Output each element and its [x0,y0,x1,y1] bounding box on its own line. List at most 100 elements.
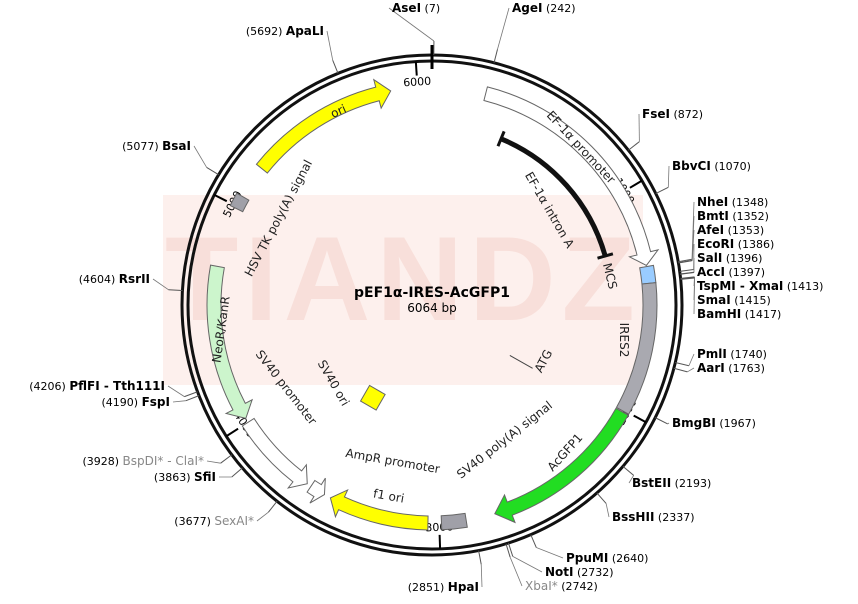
site-tick-sexai [268,500,278,513]
site-name-bspdi-clai: BspDI* - ClaI* [123,454,204,468]
site-label-nhei: NheI (1348) [697,195,768,209]
site-tick-noti [507,542,514,557]
site-leader-noti [512,555,543,573]
site-label-asei: AseI (7) [392,1,440,15]
site-leader-hpai [480,564,483,588]
site-leader-sexai [256,511,269,522]
arrow-neor-kanr [206,264,254,420]
site-pos-hpai: (2851) [408,581,448,594]
site-pos-asei: (7) [421,2,440,15]
site-name-sexai: SexAI* [214,514,254,528]
site-name-apali: ApaLI [286,24,324,38]
site-label-bmti: BmtI (1352) [697,209,769,223]
site-label-aari: AarI (1763) [697,361,765,375]
intron-end-bar [597,252,614,260]
label-ampr-promoter: AmpR promoter [345,446,441,476]
site-label-ecori: EcoRI (1386) [697,237,774,251]
label-ori: ori [328,102,348,121]
site-label-afei: AfeI (1353) [697,223,764,237]
site-tick-nhei [678,258,693,263]
site-tick-xbai [505,543,511,558]
site-name-asei: AseI [392,1,421,15]
arc-ef1a-intron [500,136,608,257]
site-leader-afei [691,229,695,261]
site-tick-smai [680,276,695,280]
site-label-agei: AgeI (242) [512,1,576,15]
site-name-bsai: BsaI [162,139,191,153]
box-hsv-tk-polya [229,192,250,213]
site-tick-acci [680,272,695,275]
site-name-ecori: EcoRI [697,237,734,251]
site-pos-acci: (1397) [725,266,765,279]
site-name-pmli: PmlI [697,347,727,361]
site-name-pflfi-tth111i: PflFI - Tth111I [69,379,165,393]
site-label-bamhi: BamHI (1417) [697,307,781,321]
arrow-ampr-promoter [306,477,326,504]
site-leader-ppumi [536,547,564,559]
watermark-box [163,195,643,385]
site-tick-bmgbi [654,417,668,425]
site-pos-bamhi: (1417) [741,308,781,321]
site-label-noti: NotI (2732) [545,565,614,579]
restriction-sites: AseI (7)AgeI (242)FseI (872)BbvCI (1070)… [29,1,823,594]
site-pos-sexai: (3677) [174,515,214,528]
site-tick-bamhi [680,277,695,280]
site-pos-fspi: (4190) [102,396,142,409]
arrow-sv40-promoter [241,417,308,489]
watermark-text: TIANDZ [165,212,641,346]
site-tick-fspi [185,395,200,402]
site-pos-sfii: (3863) [154,471,194,484]
site-leader-bsai [193,145,208,168]
site-tick-bsai [206,167,219,176]
site-label-bsteii: BstEII (2193) [632,476,711,490]
site-tick-ecori [679,269,694,272]
site-name-bmgbi: BmgBI [672,416,716,430]
box-sv40-ori [359,384,386,411]
site-tick-rsrii [168,289,183,292]
arrow-ef1a-promoter [483,86,660,267]
site-tick-bspdi-clai [220,454,233,464]
site-tick-apali [332,60,339,74]
site-leader-apali [326,30,334,61]
feature-arrows [206,78,660,531]
site-pos-sali: (1396) [722,252,762,265]
site-label-bspdi-clai: (3928) BspDI* - ClaI* [82,454,204,468]
box-sv40-polya-right [440,512,468,531]
site-label-smai: SmaI (1415) [697,293,771,307]
site-label-pflfi-tth111i: (4206) PflFI - Tth111I [29,379,165,393]
site-leader-bamhi [693,277,696,315]
site-tick-sfii [231,467,243,478]
site-pos-aari: (1763) [725,362,765,375]
site-label-bmgbi: BmgBI (1967) [672,416,756,430]
tick-4000 [225,427,239,438]
site-tick-afei [678,260,693,264]
site-name-rsrii: RsrII [119,272,150,286]
tick-6000 [414,61,418,76]
site-tick-pmli [675,362,690,367]
site-label-pmli: PmlI (1740) [697,347,767,361]
site-pos-bbvci: (1070) [711,160,751,173]
tick-label-6000: 6000 [403,75,432,90]
site-pos-nhei: (1348) [728,196,768,209]
label-sv40-polya-right: SV40 poly(A) signal [454,398,555,481]
intron-start-bar [496,130,506,147]
site-label-acci: AccI (1397) [697,265,765,279]
site-label-bsai: (5077) BsaI [122,139,191,153]
site-name-noti: NotI [545,565,574,579]
site-name-fspi: FspI [142,395,170,409]
site-tick-hpai [478,550,482,565]
site-name-nhei: NheI [697,195,728,209]
site-leader-fspi [172,400,186,403]
site-pos-bmgbi: (1967) [716,417,756,430]
site-label-xbai: XbaI* (2742) [525,579,598,593]
tick-2000 [633,414,647,424]
site-tick-tspmi-xmai [680,276,695,279]
site-leader-rsrii [152,278,169,291]
site-tick-bbvci [655,186,669,194]
tick-1000 [629,179,643,189]
site-pos-ecori: (1386) [734,238,774,251]
plasmid-name: pEF1α-IRES-AcGFP1 [354,285,510,301]
site-label-bbvci: BbvCI (1070) [672,159,751,173]
label-f1-ori: f1 ori [372,486,405,505]
